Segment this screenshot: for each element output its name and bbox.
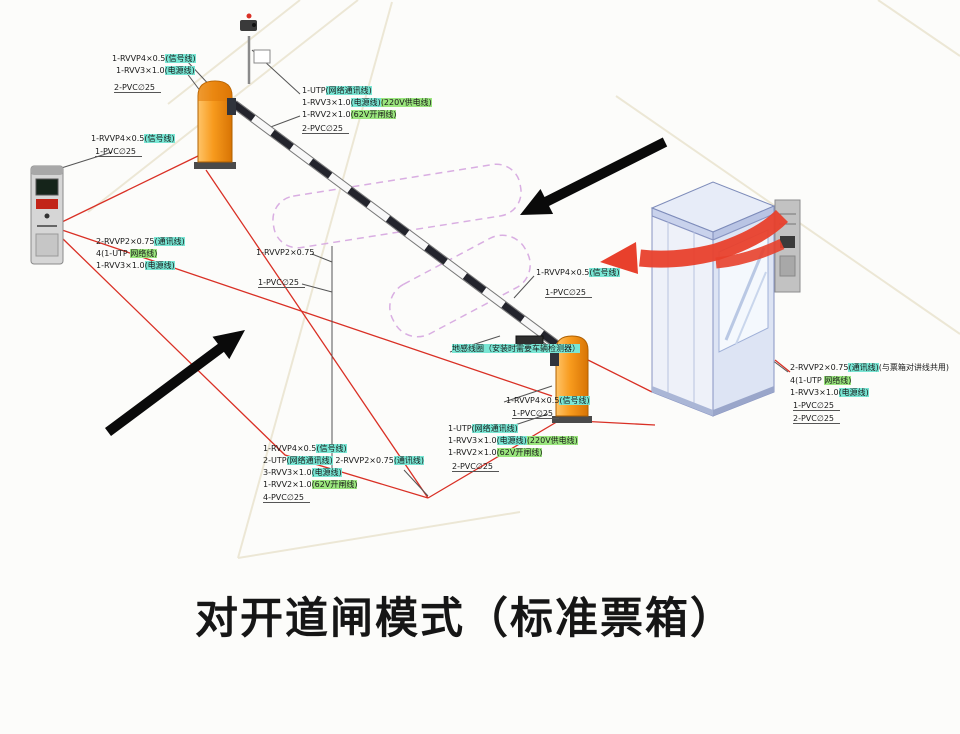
cable-label-k4: 1-PVC∅25 — [793, 401, 841, 412]
cable-label-a3: 2-PVC∅25 — [114, 83, 162, 94]
cable-label-c3: 1-RVV2×1.0(62V开闸线) — [302, 110, 397, 119]
cable-label-f1: 1-RVVP4×0.5(信号线) — [536, 268, 620, 277]
ticket-booth — [650, 181, 776, 417]
barrier-arm — [231, 100, 559, 348]
cable-label-j5: 4-PVC∅25 — [263, 493, 311, 504]
cable-label-k1: 2-RVVP2×0.75(通讯线)(与票箱对讲线共用) — [790, 363, 949, 372]
cable-label-c2: 1-RVV3×1.0(电源线)(220V供电线) — [302, 98, 432, 107]
cable-label-c1: 1-UTP(网络通讯线) — [302, 86, 372, 95]
cable-label-b1: 1-RVVP4×0.5(信号线) — [91, 134, 175, 143]
reader-screen — [35, 178, 59, 196]
cable-label-h2: 1-PVC∅25 — [512, 409, 560, 420]
cable-label-d2: 4(1-UTP 网络线) — [96, 249, 158, 258]
cable-label-e2: 1-PVC∅25 — [258, 278, 306, 289]
cable-label-k2: 4(1-UTP 网络线) — [790, 376, 852, 385]
camera-icon — [240, 20, 257, 31]
cable-label-c4: 2-PVC∅25 — [302, 124, 350, 135]
cable-label-j1: 1-RVVP4×0.5(信号线) — [263, 444, 347, 453]
cable-label-f2: 1-PVC∅25 — [545, 288, 593, 299]
cable-label-h1: 1-RVVP4×0.5(信号线) — [506, 396, 590, 405]
ticket-dispenser — [30, 165, 64, 265]
cable-label-e1: 1-RVVP2×0.75 — [256, 248, 315, 257]
cable-label-b2: 1-PVC∅25 — [95, 147, 143, 158]
cable-label-j2: 2-UTP(网络通讯线) 2-RVVP2×0.75(通讯线) — [263, 456, 425, 465]
cable-label-i4: 2-PVC∅25 — [452, 462, 500, 473]
red-ribbon-arrow — [600, 209, 789, 274]
arrow-up-right-icon — [105, 330, 245, 436]
ground-coil-note: 地感线圈（安装时需要车辆检测器） — [452, 344, 580, 353]
cable-label-a1: 1-RVVP4×0.5(信号线) — [112, 54, 196, 63]
cable-label-a2: 1-RVV3×1.0(电源线) — [116, 66, 195, 75]
diagram-title: 对开道闸模式（标准票箱） — [195, 594, 735, 644]
cable-label-d1: 2-RVVP2×0.75(通讯线) — [96, 237, 185, 246]
cable-label-i2: 1-RVV3×1.0(电源线)(220V供电线) — [448, 436, 578, 445]
entry-barrier-gate — [194, 80, 236, 169]
traffic-direction-arrows — [105, 137, 668, 436]
cable-label-j4: 1-RVV2×1.0(62V开闸线) — [263, 480, 358, 489]
cable-label-i1: 1-UTP(网络通讯线) — [448, 424, 518, 433]
cable-label-k3: 1-RVV3×1.0(电源线) — [790, 388, 869, 397]
reader-button — [44, 213, 50, 219]
camera-pole — [240, 13, 271, 84]
cable-label-k5: 2-PVC∅25 — [793, 414, 841, 425]
cable-label-i3: 1-RVV2×1.0(62V开闸线) — [448, 448, 543, 457]
arrow-down-left-icon — [520, 137, 668, 215]
cable-label-j3: 3-RVV3×1.0(电源线) — [263, 468, 342, 477]
cable-label-d3: 1-RVV3×1.0(电源线) — [96, 261, 175, 270]
